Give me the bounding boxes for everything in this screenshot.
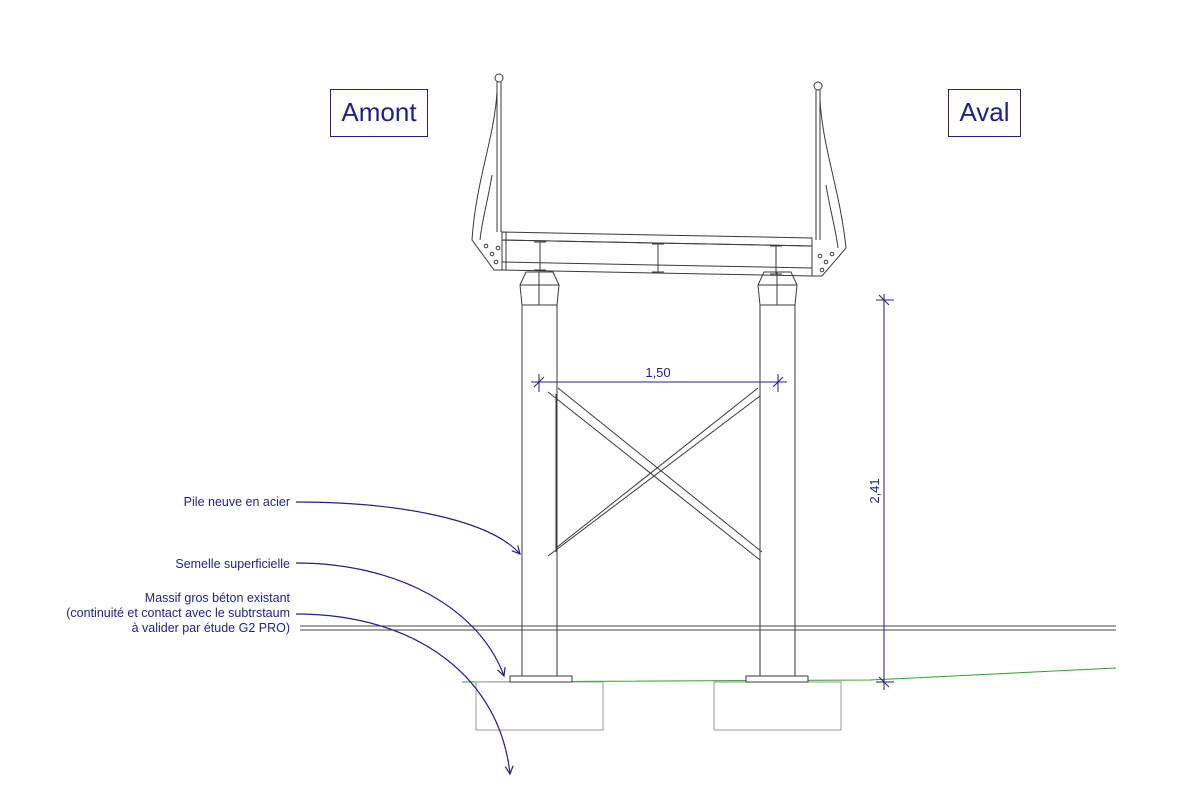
foundation-massif-left: [475, 681, 604, 731]
steel-columns: [519, 271, 798, 677]
leader-arrow-massif: [295, 613, 510, 774]
annotation-pile: Pile neuve en acier: [184, 495, 290, 510]
annotation-massif-line2: (continuité et contact avec le subtrstau…: [66, 606, 290, 620]
railing-post-left: [471, 73, 507, 271]
dimension-width: [531, 374, 787, 392]
leader-arrow-pile: [295, 501, 520, 554]
downstream-label: Aval: [948, 89, 1021, 137]
annotation-massif-line1: Massif gros béton existant: [144, 591, 290, 605]
natural-terrain-line: [461, 667, 1117, 683]
dimension-height: [876, 294, 894, 690]
dimension-height-label: 2,41: [867, 478, 882, 503]
cross-bracing: [547, 387, 763, 561]
annotation-semelle-text: Semelle superficielle: [175, 557, 290, 571]
railing-post-right: [811, 81, 847, 277]
dimension-width-label: 1,50: [645, 365, 670, 380]
bridge-deck: [501, 231, 813, 277]
annotation-massif: Massif gros béton existant (continuité e…: [66, 591, 290, 636]
existing-ground-lines: [300, 625, 1116, 631]
annotation-semelle: Semelle superficielle: [175, 557, 290, 572]
upstream-label: Amont: [330, 89, 428, 137]
annotation-massif-line3: à valider par étude G2 PRO): [131, 621, 290, 635]
foundation-massif-right: [713, 681, 842, 731]
leader-arrow-semelle: [295, 562, 504, 676]
annotation-pile-text: Pile neuve en acier: [183, 495, 290, 509]
